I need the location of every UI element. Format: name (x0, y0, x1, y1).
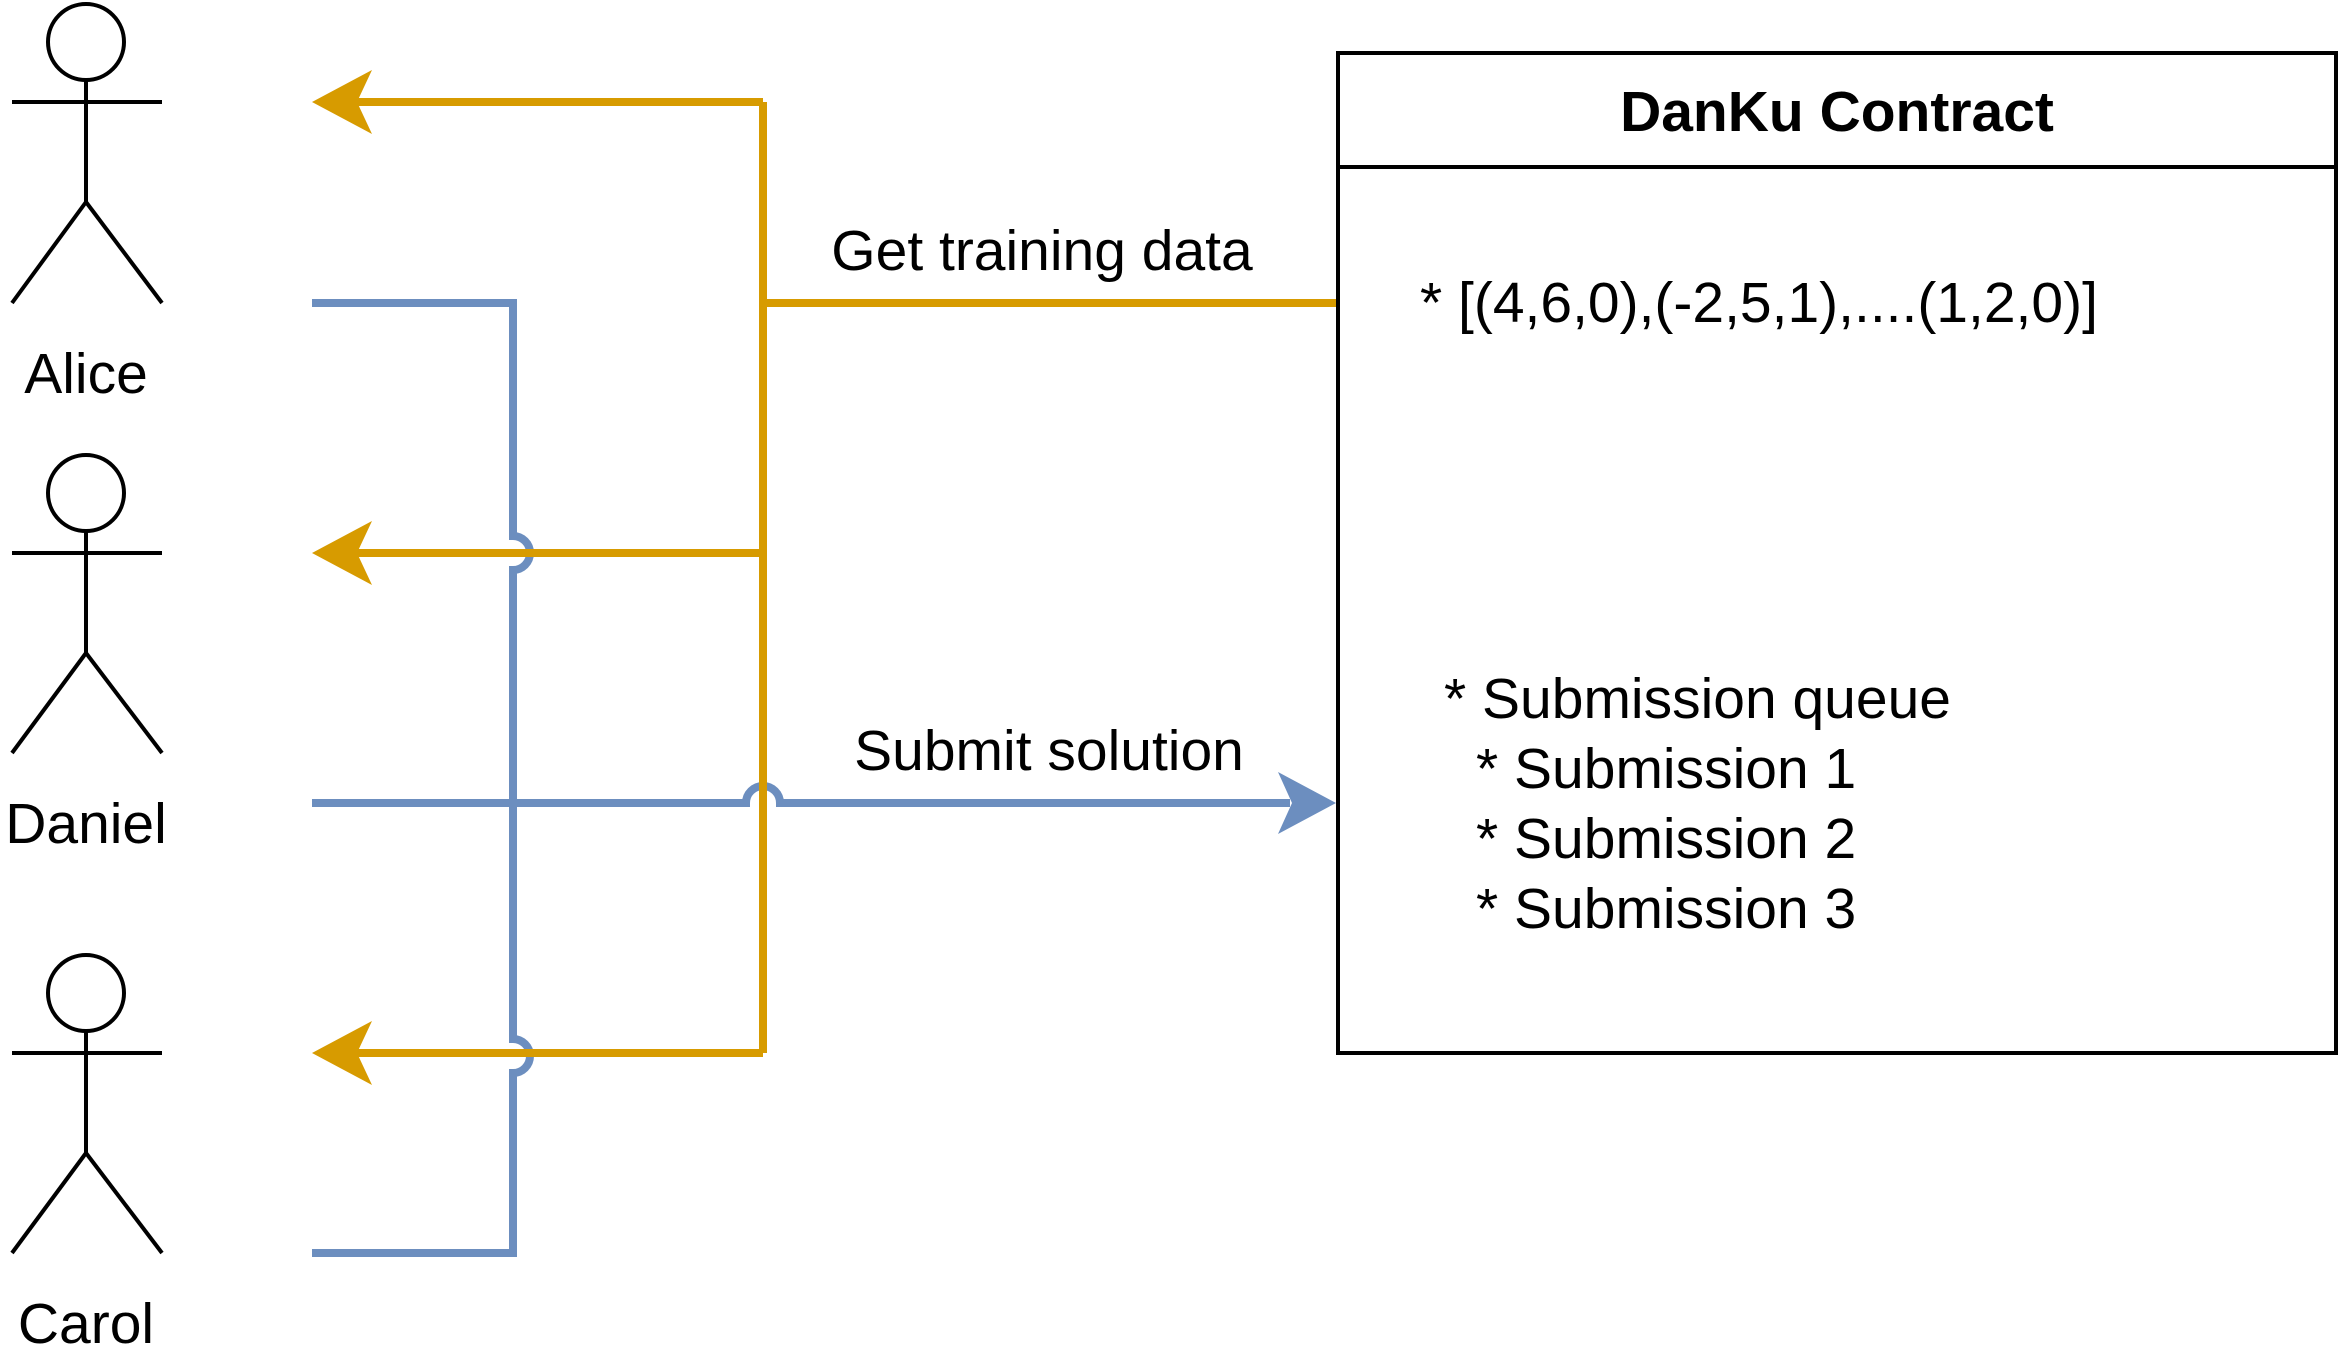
submit-arrowhead (1278, 772, 1336, 834)
actor-alice (10, 2, 164, 305)
carol-arrowhead (312, 1021, 372, 1085)
actor-head (46, 2, 126, 82)
daniel-submit-line (312, 782, 1290, 807)
actor-head (46, 953, 126, 1033)
contract-box: DanKu Contract * [(4,6,0),(-2,5,1),....(… (1336, 51, 2338, 1055)
contract-submission-1: * Submission 1 (1476, 737, 1856, 801)
actor-head (46, 453, 126, 533)
contract-training-data: * [(4,6,0),(-2,5,1),....(1,2,0)] (1420, 271, 2098, 335)
get-data-flow (355, 98, 1336, 1057)
alice-arrowhead (312, 70, 372, 134)
actor-daniel (10, 453, 164, 755)
contract-title: DanKu Contract (1620, 80, 2054, 144)
actor-carol (10, 953, 164, 1255)
actor-label-alice: Alice (24, 342, 148, 406)
daniel-arrowhead (312, 521, 372, 585)
contract-submission-3: * Submission 3 (1476, 877, 1856, 941)
actor-label-daniel: Daniel (5, 792, 167, 856)
contract-submission-2: * Submission 2 (1476, 807, 1856, 871)
actor-label-carol: Carol (18, 1292, 154, 1355)
contract-frame (1336, 51, 2338, 1055)
alice-submit-line (312, 299, 534, 1257)
submit-solution-label: Submit solution (854, 719, 1244, 783)
contract-queue-title: * Submission queue (1444, 667, 1951, 731)
get-training-data-label: Get training data (831, 219, 1253, 283)
